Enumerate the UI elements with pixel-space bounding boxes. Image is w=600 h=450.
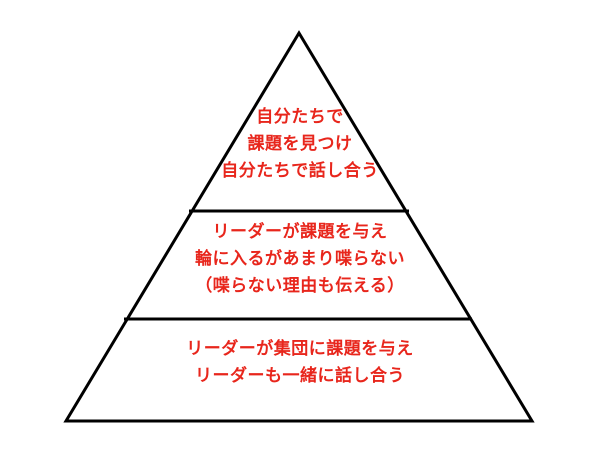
tier-bottom-line-1: リーダーが集団に課題を与え [186, 339, 414, 359]
tier-bottom-line-2: リーダーも一緒に話し合う [195, 366, 405, 386]
tier-top-line-3: 自分たちで話し合う [221, 161, 379, 181]
tier-middle-line-3: （喋らない理由も伝える） [195, 276, 405, 296]
tier-top-line-1: 自分たちで [256, 107, 344, 127]
tier-top-line-2: 課題を見つけ [247, 134, 353, 154]
tier-middle-line-1: リーダーが課題を与え [212, 222, 388, 242]
tier-middle-line-2: 輪に入るがあまり喋らない [195, 249, 405, 269]
pyramid-tier-middle: リーダーが課題を与え 輪に入るがあまり喋らない （喋らない理由も伝える） [0, 219, 600, 300]
pyramid-tier-top: 自分たちで 課題を見つけ 自分たちで話し合う [0, 104, 600, 185]
pyramid-outline [63, 30, 535, 423]
pyramid-tier-bottom: リーダーが集団に課題を与え リーダーも一緒に話し合う [0, 336, 600, 390]
